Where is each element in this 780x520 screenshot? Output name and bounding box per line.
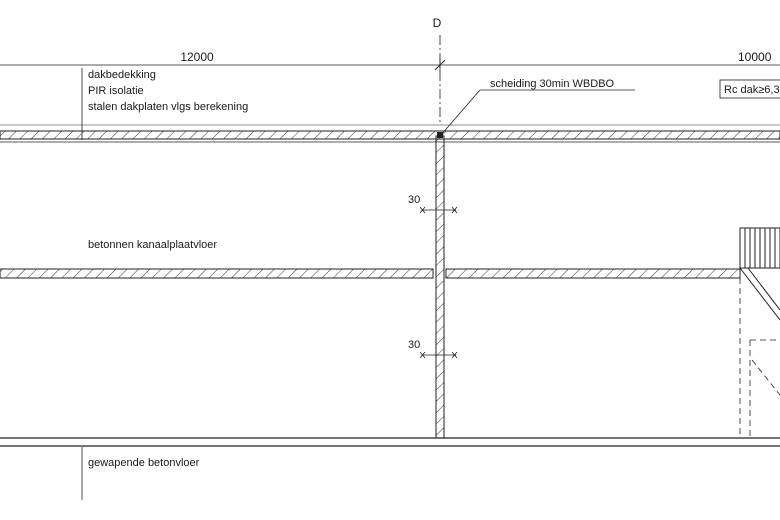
dimension-right: 10000: [738, 50, 772, 64]
roof-layer-3: stalen dakplaten vlgs berekening: [88, 101, 248, 113]
fire-rating-lower: 30: [408, 339, 458, 359]
fire-rating-lower-text: 30: [408, 339, 420, 351]
fire-rating-upper-text: 30: [408, 194, 420, 206]
grid-axis-d: D: [433, 16, 442, 125]
dimension-left: 12000: [180, 50, 214, 64]
roof-layer-1: dakbedekking: [88, 69, 156, 81]
rc-note-text: Rc dak≥6,3: [724, 84, 780, 96]
ground-note: gewapende betonvloer: [88, 457, 200, 469]
wall-note: scheiding 30min WBDBO: [440, 78, 635, 136]
hollow-core-floor: betonnen kanaalplaatvloer: [0, 239, 741, 279]
rc-note: Rc dak≥6,3: [719, 79, 780, 99]
floor-note: betonnen kanaalplaatvloer: [88, 239, 217, 251]
roof-layer-2: PIR isolatie: [88, 85, 144, 97]
roof-package: [0, 124, 780, 143]
stair-detail: [739, 227, 780, 438]
separation-wall: [435, 132, 445, 439]
roof-layer-notes: dakbedekking PIR isolatie stalen dakplat…: [81, 68, 248, 140]
axis-label: D: [433, 16, 442, 30]
fire-rating-upper: 30: [408, 194, 458, 214]
wall-note-text: scheiding 30min WBDBO: [490, 78, 615, 90]
dimension-line: 12000 10000: [0, 50, 780, 72]
ground-floor: gewapende betonvloer: [0, 437, 780, 500]
